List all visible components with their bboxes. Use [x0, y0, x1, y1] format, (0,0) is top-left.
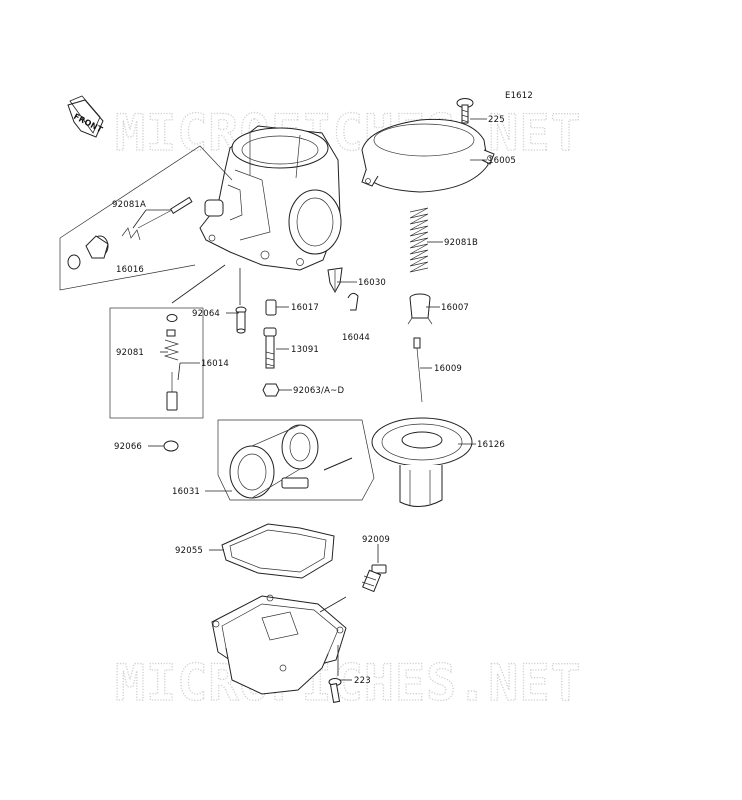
leader-lines — [132, 118, 487, 681]
screw-92064 — [235, 306, 247, 334]
needle-jet-13091 — [263, 327, 277, 369]
part-label-16007: 16007 — [441, 303, 469, 313]
part-label-16126: 16126 — [477, 440, 505, 450]
gasket-92055 — [221, 523, 335, 579]
part-label-13091: 13091 — [291, 345, 319, 355]
clip-16044 — [347, 292, 359, 311]
main-jet-box — [109, 307, 204, 419]
o-ring — [166, 314, 178, 322]
watermark-bottom: MICROFICHES.NET — [115, 654, 582, 712]
carburetor-body — [199, 125, 342, 271]
top-cover-16005 — [361, 118, 495, 193]
jet-16017 — [265, 299, 277, 316]
main-jet-92063 — [262, 383, 280, 397]
part-label-92081B: 92081B — [444, 238, 478, 248]
part-label-92055: 92055 — [175, 546, 203, 556]
pilot-set-16016 — [67, 235, 109, 270]
diagram-code: E1612 — [505, 91, 533, 101]
jet-assembly-16014 — [166, 372, 178, 411]
drain-screw-92009 — [361, 564, 387, 593]
part-label-92009: 92009 — [362, 535, 390, 545]
part-label-223: 223 — [354, 676, 371, 686]
spring-92081 — [163, 329, 180, 361]
part-label-16014: 16014 — [201, 359, 229, 369]
part-label-16031: 16031 — [172, 487, 200, 497]
screw-225 — [456, 98, 474, 124]
part-label-16016: 16016 — [116, 265, 144, 275]
part-label-16030: 16030 — [358, 278, 386, 288]
part-label-225: 225 — [488, 115, 505, 125]
part-label-92081A: 92081A — [112, 200, 146, 210]
part-label-92066: 92066 — [114, 442, 142, 452]
float-valve-16030 — [327, 267, 343, 294]
pilot-screw-92081A — [121, 196, 193, 241]
part-label-92081: 92081 — [116, 348, 144, 358]
cap-92066 — [163, 440, 179, 452]
part-label-16017: 16017 — [291, 303, 319, 313]
front-arrow-icon: FRONT — [67, 95, 104, 138]
throttle-valve-16031 — [229, 424, 353, 499]
diaphragm-16126 — [371, 417, 473, 507]
spring-92081B — [409, 207, 429, 273]
part-label-16005: 16005 — [488, 156, 516, 166]
screw-223 — [328, 678, 342, 703]
jet-needle-16009 — [413, 337, 423, 403]
part-label-16009: 16009 — [434, 364, 462, 374]
needle-holder-16007 — [407, 293, 433, 325]
float-bowl — [211, 594, 347, 695]
throttle-valve-box — [217, 419, 375, 501]
part-label-16044: 16044 — [342, 333, 370, 343]
part-label-92064: 92064 — [192, 309, 220, 319]
watermark-top: MICROFICHES.NET — [115, 104, 582, 162]
part-label-92063: 92063/A~D — [293, 386, 344, 396]
